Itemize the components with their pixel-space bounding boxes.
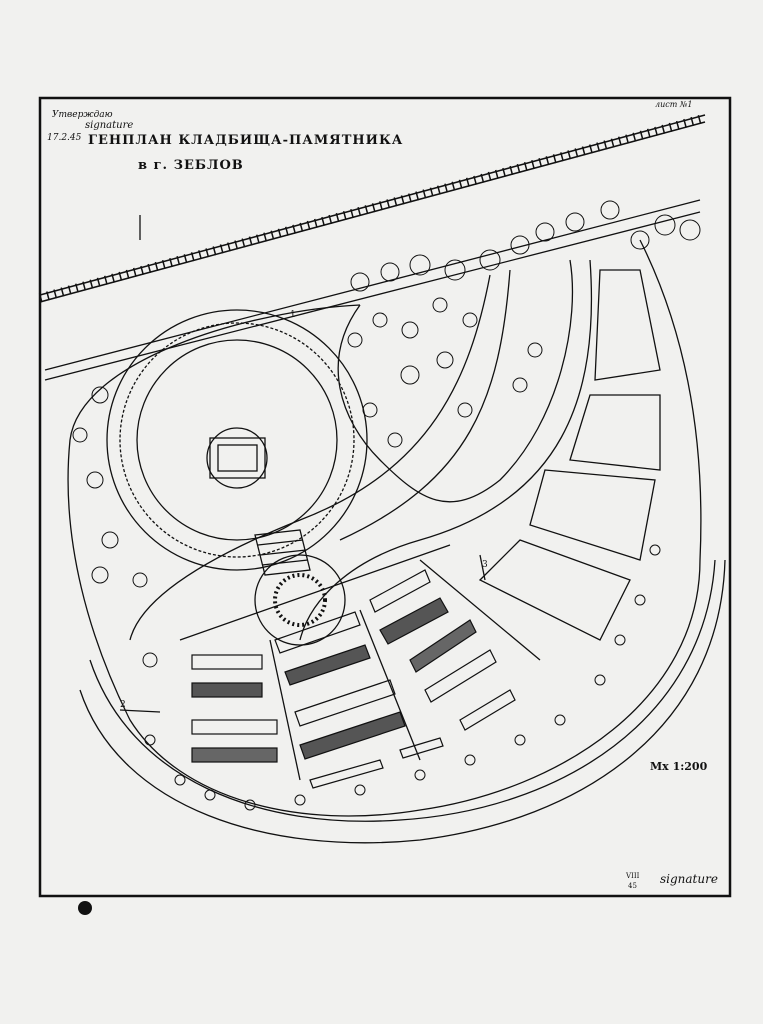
road-edge <box>44 211 701 381</box>
author-signature: signature <box>660 872 718 886</box>
cemetery-boundary <box>67 239 702 817</box>
section-mark: 2 <box>120 700 126 710</box>
section-mark: 3 <box>482 560 488 570</box>
memorial-circle <box>106 309 368 571</box>
path <box>339 269 511 541</box>
outer-path <box>89 559 716 822</box>
railway-track <box>38 113 707 303</box>
trees <box>72 200 701 811</box>
date-stamp-month: VIII <box>626 872 640 880</box>
section-line <box>119 709 161 713</box>
path <box>179 544 541 781</box>
approval-date: 17.2.45 <box>47 133 82 143</box>
path <box>299 259 593 641</box>
grave-rows <box>191 569 516 789</box>
monument <box>209 437 266 479</box>
sheet-number: лист №1 <box>655 100 693 109</box>
stairs <box>254 529 311 576</box>
sheet-frame <box>38 96 732 898</box>
section-mark: 1 <box>290 310 296 320</box>
punch-hole <box>78 901 92 915</box>
date-stamp-year: 45 <box>628 882 637 890</box>
scale-label: Мх 1:200 <box>650 760 708 773</box>
drawing-subtitle: в г. ЗЕБЛОВ <box>138 158 244 173</box>
plot-blocks <box>478 269 661 641</box>
drawing-title: ГЕНПЛАН КЛАДБИЩА-ПАМЯТНИКА <box>88 133 404 148</box>
round-plaza <box>254 554 346 646</box>
path <box>129 274 491 641</box>
outer-path <box>79 559 726 844</box>
road-edge <box>44 199 701 371</box>
section-line <box>479 554 486 581</box>
path <box>337 259 574 503</box>
approval-signature: signature <box>85 120 134 131</box>
approval-note: Утверждаю <box>52 110 113 120</box>
